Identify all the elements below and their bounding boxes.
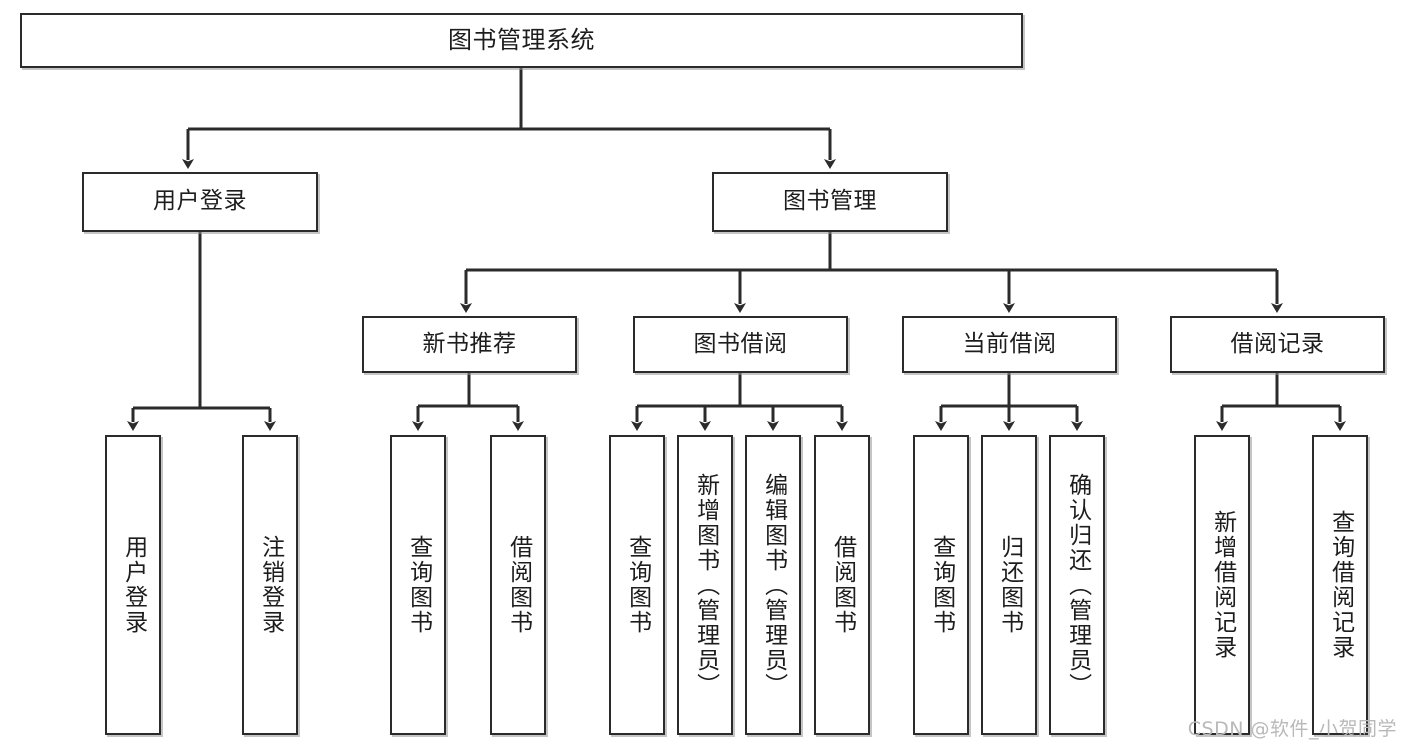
node-label: 新增图书（管理员） xyxy=(692,472,719,698)
node-label: 图书管理 xyxy=(783,188,877,215)
node-leaf-borrow-book[interactable]: 借阅图书 xyxy=(814,435,870,735)
node-leaf-borrow-book-recommend[interactable]: 借阅图书 xyxy=(490,435,546,735)
node-label: 查询图书 xyxy=(624,535,651,635)
csdn-watermark: CSDN @软件_小贺同学 xyxy=(1187,718,1397,740)
node-user-login[interactable]: 用户登录 xyxy=(82,172,318,232)
node-label: 用户登录 xyxy=(153,188,247,215)
node-label: 图书借阅 xyxy=(693,330,788,357)
node-leaf-return-book[interactable]: 归还图书 xyxy=(981,435,1037,735)
node-leaf-query-book-current[interactable]: 查询图书 xyxy=(913,435,969,735)
node-leaf-user-login[interactable]: 用户登录 xyxy=(105,435,161,735)
node-book-management[interactable]: 图书管理 xyxy=(712,172,948,232)
node-book-borrow[interactable]: 图书借阅 xyxy=(633,316,848,373)
node-root-system[interactable]: 图书管理系统 xyxy=(20,13,1023,68)
node-label: 借阅图书 xyxy=(829,535,856,635)
node-label: 归还图书 xyxy=(996,535,1023,635)
node-leaf-query-book-recommend[interactable]: 查询图书 xyxy=(390,435,446,735)
node-label: 当前借阅 xyxy=(962,330,1057,357)
node-borrow-record[interactable]: 借阅记录 xyxy=(1170,316,1385,373)
node-current-borrow[interactable]: 当前借阅 xyxy=(902,316,1117,373)
node-label: 新书推荐 xyxy=(422,330,517,357)
node-label: 图书管理系统 xyxy=(448,26,595,55)
node-leaf-query-borrow-record[interactable]: 查询借阅记录 xyxy=(1312,435,1368,735)
node-label: 注销登录 xyxy=(257,535,284,635)
node-label: 用户登录 xyxy=(120,535,147,635)
node-leaf-logout[interactable]: 注销登录 xyxy=(242,435,298,735)
node-label: 查询图书 xyxy=(928,535,955,635)
node-label: 新增借阅记录 xyxy=(1209,510,1236,660)
node-label: 借阅图书 xyxy=(505,535,532,635)
node-leaf-confirm-return-admin[interactable]: 确认归还（管理员） xyxy=(1049,435,1105,735)
node-leaf-query-book[interactable]: 查询图书 xyxy=(609,435,665,735)
node-label: 查询图书 xyxy=(405,535,432,635)
node-leaf-edit-book-admin[interactable]: 编辑图书（管理员） xyxy=(745,435,801,735)
node-label: 查询借阅记录 xyxy=(1327,510,1354,660)
node-new-book-recommend[interactable]: 新书推荐 xyxy=(362,316,577,373)
node-leaf-add-borrow-record[interactable]: 新增借阅记录 xyxy=(1194,435,1250,735)
node-leaf-add-book-admin[interactable]: 新增图书（管理员） xyxy=(677,435,733,735)
node-label: 编辑图书（管理员） xyxy=(760,472,787,698)
node-label: 借阅记录 xyxy=(1230,330,1325,357)
node-label: 确认归还（管理员） xyxy=(1064,472,1091,698)
